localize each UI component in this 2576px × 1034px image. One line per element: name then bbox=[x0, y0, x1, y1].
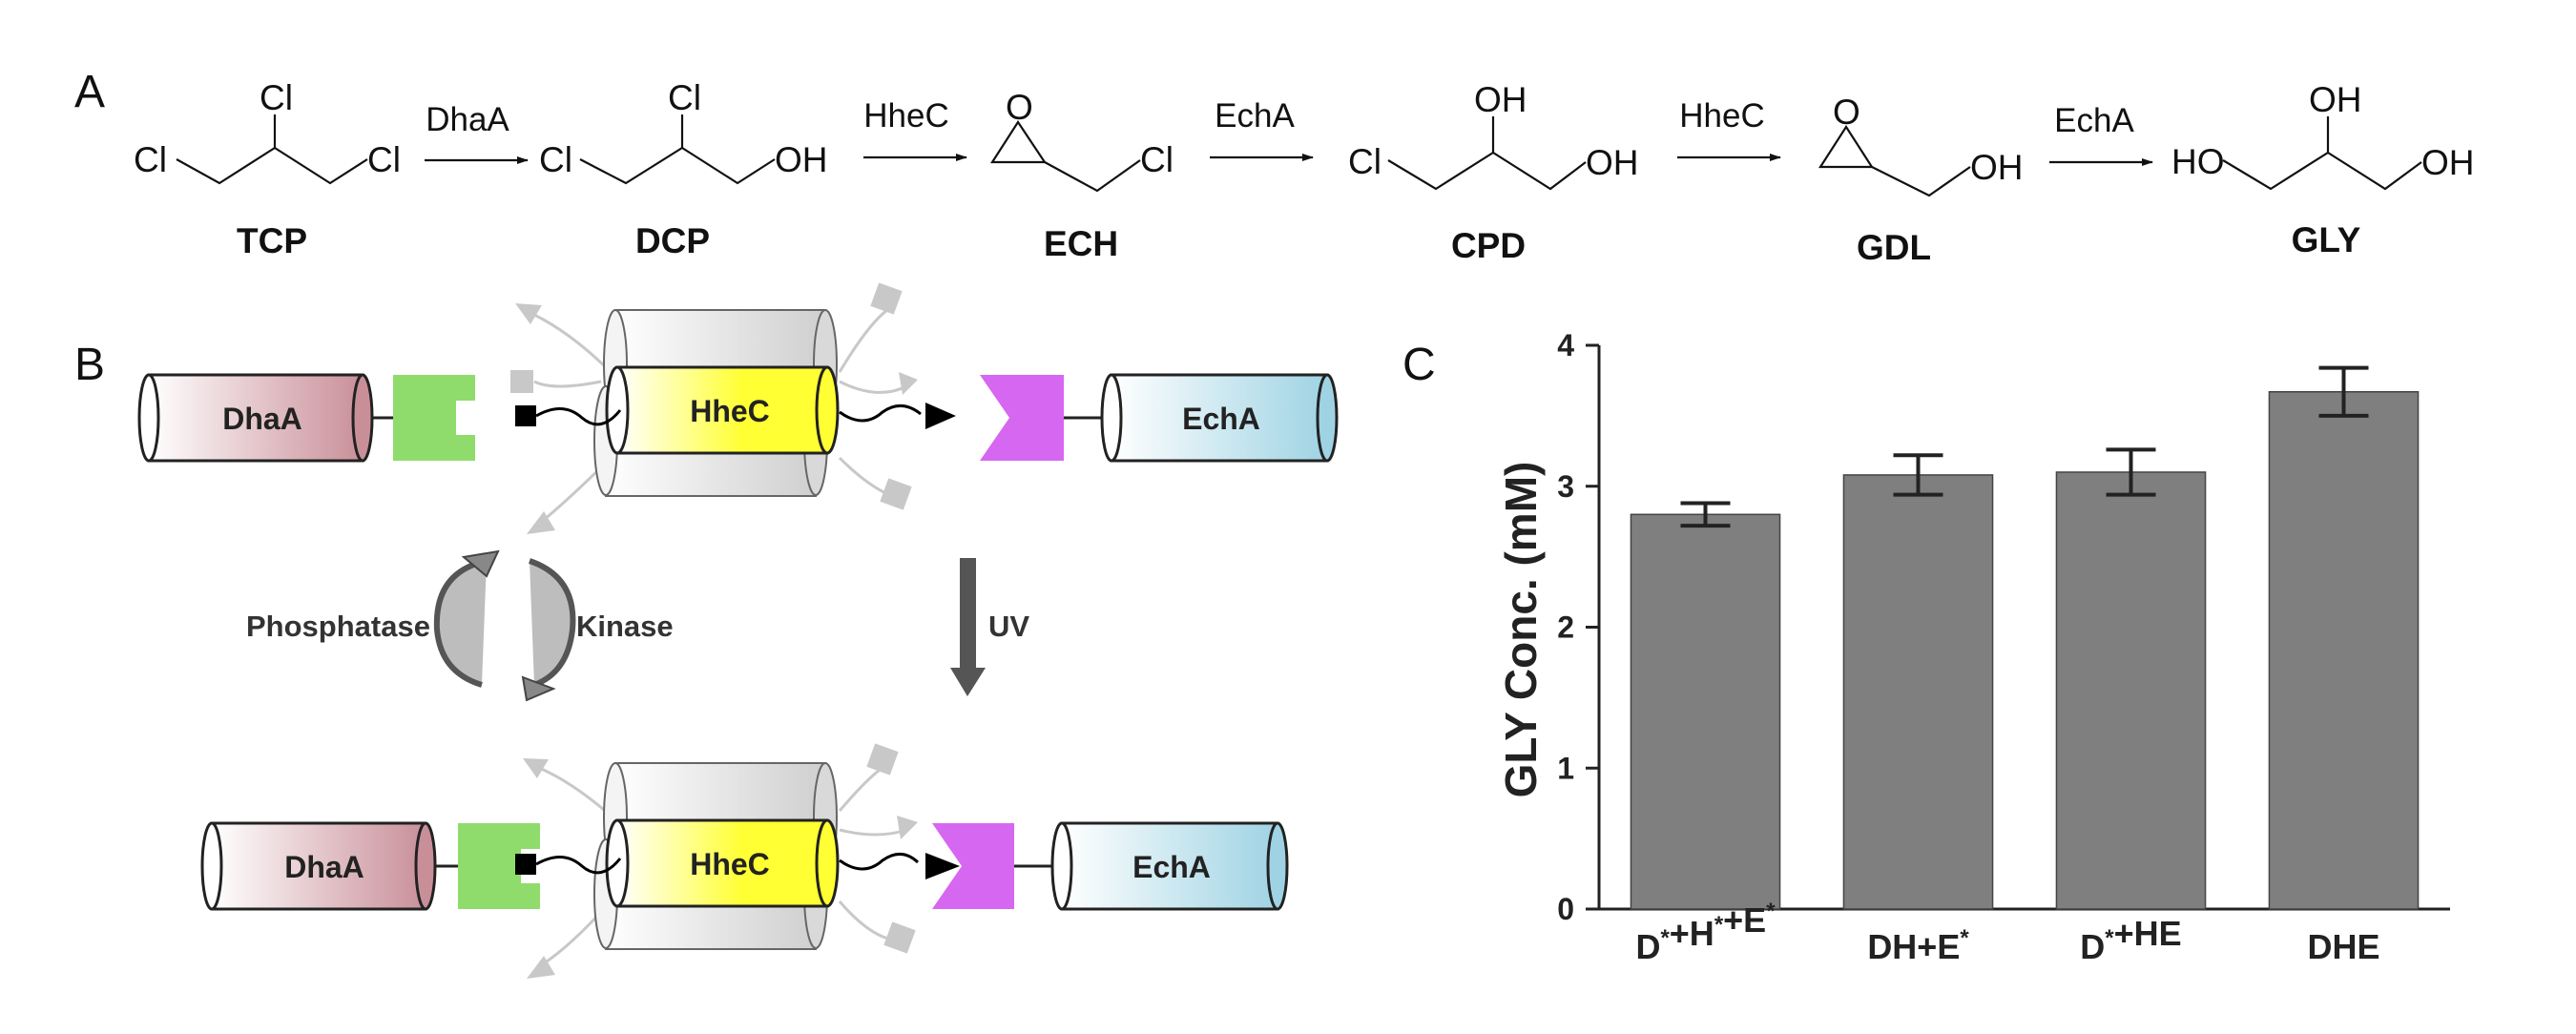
atom-oh: OH bbox=[1586, 143, 1639, 182]
uv-arrowhead bbox=[950, 668, 986, 696]
hhec-trimer-bottom: HheC bbox=[593, 762, 840, 950]
black-square-tag-top bbox=[515, 405, 536, 426]
dhaa-cylinder-top: DhaA bbox=[137, 373, 374, 463]
x-tick-label: D*+H*+E* bbox=[1635, 899, 1776, 966]
scaffold-diagram: HheC DhaA EchA Phosphatase Kinase bbox=[137, 282, 1339, 979]
hhec-label-top: HheC bbox=[690, 394, 770, 428]
bar bbox=[1842, 474, 1994, 910]
atom-cl: Cl bbox=[367, 140, 401, 179]
magenta-dock-bottom bbox=[932, 823, 1014, 909]
atom-oh: OH bbox=[775, 140, 828, 179]
bars bbox=[1630, 391, 2420, 910]
dhaa-label-bottom: DhaA bbox=[284, 850, 364, 884]
atom-cl: Cl bbox=[539, 140, 572, 179]
hhec-label-bottom: HheC bbox=[690, 847, 770, 881]
enzyme-label-hhec-2: HheC bbox=[1679, 97, 1764, 134]
atom-cl: Cl bbox=[1348, 142, 1381, 181]
kinase-arrowhead bbox=[521, 675, 556, 702]
x-tick-label: DH+E* bbox=[1867, 925, 1969, 966]
uv-arrow-shaft bbox=[960, 558, 976, 668]
echa-cylinder-bottom: EchA bbox=[1050, 821, 1289, 911]
atom-o: O bbox=[1006, 88, 1033, 127]
linker bbox=[535, 407, 622, 426]
enzyme-label-echa: EchA bbox=[1215, 97, 1295, 134]
linker bbox=[839, 404, 922, 423]
kinase-arrow bbox=[528, 558, 576, 688]
magenta-dock-top bbox=[980, 375, 1064, 461]
y-axis-label: GLY Conc. (mM) bbox=[1496, 462, 1546, 798]
x-tick-labels: D*+H*+E* DH+E* D*+HE DHE bbox=[1635, 899, 2379, 966]
enzyme-label-hhec: HheC bbox=[863, 97, 948, 134]
gly-structure: HO OH OH bbox=[2171, 80, 2475, 191]
green-dock-bottom bbox=[458, 823, 540, 909]
compound-dcp: DCP bbox=[635, 221, 710, 260]
kinase-label: Kinase bbox=[576, 610, 674, 643]
bar bbox=[2268, 391, 2420, 910]
atom-cl: Cl bbox=[260, 78, 293, 117]
grey-linker-arrows-bottom bbox=[523, 743, 918, 979]
echa-label-top: EchA bbox=[1182, 402, 1260, 436]
dhaa-cylinder-bottom: DhaA bbox=[200, 821, 437, 911]
uv-label: UV bbox=[988, 610, 1029, 643]
black-triangle-tag-bottom bbox=[925, 853, 960, 879]
y-tick-label: 1 bbox=[1557, 751, 1574, 785]
x-tick-label: D*+HE bbox=[2080, 914, 2181, 966]
gdl-structure: O OH bbox=[1818, 93, 2024, 197]
green-dock-top bbox=[393, 375, 475, 461]
error-bars bbox=[1680, 365, 2369, 528]
dhaa-label-top: DhaA bbox=[222, 402, 302, 436]
panel-label-a: A bbox=[74, 67, 105, 117]
atom-oh: OH bbox=[2421, 143, 2475, 182]
x-tick-label: DHE bbox=[2307, 927, 2379, 966]
y-tick-label: 3 bbox=[1557, 469, 1574, 504]
compound-ech: ECH bbox=[1044, 224, 1118, 263]
black-triangle-tag-top bbox=[925, 403, 956, 429]
black-square-tag-bottom bbox=[515, 854, 536, 875]
compound-tcp: TCP bbox=[237, 221, 307, 260]
atom-cl: Cl bbox=[134, 140, 167, 179]
atom-cl: Cl bbox=[1140, 140, 1174, 179]
cpd-structure: Cl OH OH bbox=[1348, 80, 1639, 191]
dcp-structure: Cl Cl OH bbox=[539, 78, 828, 185]
y-tick-label: 2 bbox=[1557, 610, 1574, 645]
atom-ho: HO bbox=[2171, 142, 2225, 181]
y-tick-label: 4 bbox=[1557, 328, 1574, 362]
y-tick-label: 0 bbox=[1557, 892, 1574, 926]
linker bbox=[535, 856, 622, 875]
atom-o: O bbox=[1833, 93, 1860, 132]
linker bbox=[839, 853, 920, 871]
enzyme-label-dhaa: DhaA bbox=[426, 101, 509, 138]
echa-cylinder-top: EchA bbox=[1100, 373, 1339, 463]
compound-cpd: CPD bbox=[1451, 226, 1526, 265]
atom-cl: Cl bbox=[668, 78, 701, 117]
bar bbox=[1630, 513, 1781, 910]
compound-gdl: GDL bbox=[1857, 228, 1931, 267]
phosphatase-label: Phosphatase bbox=[246, 610, 430, 643]
y-ticks: 0 1 2 3 4 bbox=[1557, 328, 1599, 926]
hhec-trimer-top: HheC bbox=[593, 309, 840, 497]
panel-label-b: B bbox=[74, 340, 105, 390]
echa-label-bottom: EchA bbox=[1132, 850, 1211, 884]
enzyme-label-echa-2: EchA bbox=[2054, 102, 2134, 139]
compound-gly: GLY bbox=[2292, 220, 2361, 259]
tcp-structure: Cl Cl Cl bbox=[134, 78, 401, 185]
phosphatase-arrow bbox=[433, 558, 488, 688]
phosphatase-arrowhead bbox=[461, 549, 500, 578]
atom-oh: OH bbox=[2309, 80, 2362, 119]
ech-structure: O Cl bbox=[989, 88, 1174, 193]
atom-oh: OH bbox=[1474, 80, 1527, 119]
panel-label-c: C bbox=[1402, 340, 1436, 390]
atom-oh: OH bbox=[1970, 148, 2024, 187]
bar bbox=[2055, 471, 2207, 910]
